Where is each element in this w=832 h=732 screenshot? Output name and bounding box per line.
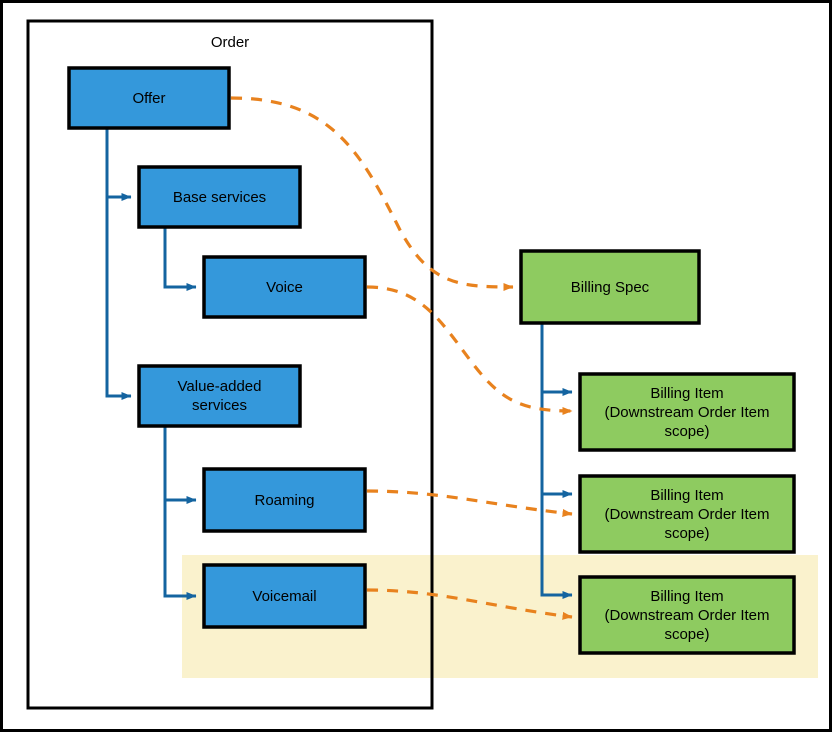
order-container-title: Order — [210, 34, 250, 51]
edge-offer-to-value-added-services — [105, 128, 132, 400]
node-billing-item-1[interactable] — [578, 372, 796, 452]
edge-voicemail-to-billing-item-3 — [366, 588, 573, 620]
edge-value-added-services-to-voicemail — [163, 426, 197, 600]
node-value-added-services[interactable] — [137, 364, 302, 428]
edge-billing-spec-to-billing-item-3 — [540, 323, 573, 599]
edge-billing-spec-to-billing-item-1 — [540, 323, 573, 396]
edge-base-services-to-voice — [163, 227, 197, 291]
node-base-services[interactable] — [137, 165, 302, 229]
edge-offer-to-billing-spec — [230, 96, 514, 291]
edge-value-added-services-to-roaming — [163, 426, 197, 504]
node-roaming[interactable] — [202, 467, 367, 533]
edge-offer-to-base-services — [105, 128, 132, 201]
node-billing-spec[interactable] — [519, 249, 701, 325]
node-billing-item-3[interactable] — [578, 575, 796, 655]
node-voice[interactable] — [202, 255, 367, 319]
order-container — [26, 19, 434, 710]
node-offer[interactable] — [67, 66, 231, 130]
node-billing-item-2[interactable] — [578, 474, 796, 554]
edge-voice-to-billing-item-1 — [366, 285, 573, 415]
node-voicemail[interactable] — [202, 563, 367, 629]
edge-roaming-to-billing-item-2 — [366, 489, 573, 517]
